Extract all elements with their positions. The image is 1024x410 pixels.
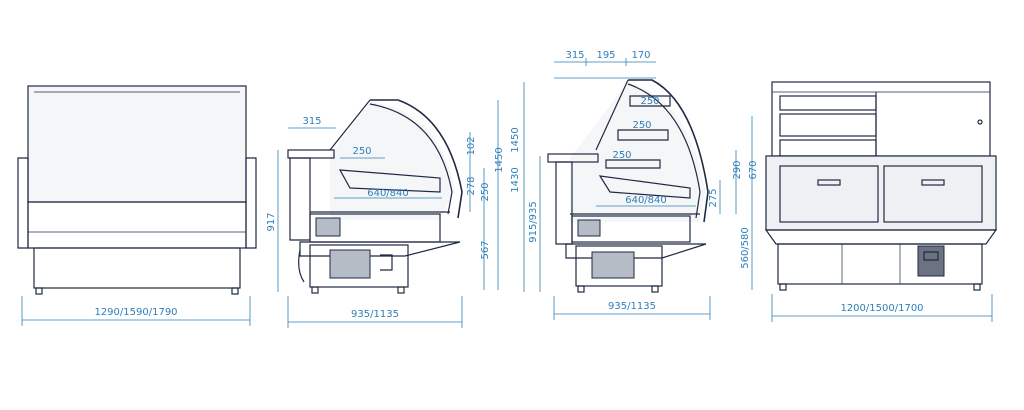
side-a-base-height-label: 567: [480, 240, 491, 259]
side-b-control-box: [577, 219, 601, 237]
side-b-right-a-label: 290: [732, 160, 743, 179]
back-counter: [765, 155, 997, 231]
side-a-glass-fill: [330, 102, 455, 220]
side-b-tray-inclined: [598, 175, 691, 199]
side-b-base: [575, 245, 663, 287]
back-handle-right: [921, 179, 945, 186]
side-b-shelf-lower: [605, 159, 661, 169]
back-shelf-3: [779, 139, 877, 157]
side-b-base-range-label: 560/580: [740, 227, 751, 269]
side-a-top-arm: [329, 99, 371, 151]
side-a-control-box: [315, 217, 341, 237]
back-foot-left: [779, 283, 787, 291]
side-b-well: [571, 215, 691, 243]
side-b-compressor: [591, 251, 635, 279]
back-control-panel: [917, 245, 945, 277]
side-b-total-height-label: 1430: [510, 167, 521, 192]
side-a-glass-inner: [369, 103, 453, 215]
side-b-right-c-label: 275: [708, 188, 719, 207]
side-b-foot-right: [651, 285, 659, 293]
side-a-glass-outer: [370, 99, 463, 219]
side-a-overhang-label: 315: [302, 116, 321, 127]
side-b-top-a-label: 315: [565, 50, 584, 61]
front-right-end: [245, 157, 257, 249]
side-a-shelf-label: 250: [352, 146, 371, 157]
side-b-top-c-label: 170: [631, 50, 650, 61]
side-b-top-b-label: 195: [596, 50, 615, 61]
side-b-counter-top: [547, 153, 599, 163]
back-view: 1200/1500/1700: [764, 81, 998, 322]
side-a-shelf: [338, 169, 441, 193]
back-handle-left: [817, 179, 841, 186]
side-a-foot-right: [397, 286, 405, 294]
side-b-top-arm: [595, 79, 629, 151]
side-view-a: 315 250 640/840 917 102 278 250 567 1450…: [266, 99, 505, 328]
side-b-glass-fill: [570, 82, 705, 222]
front-foot-left: [35, 287, 43, 295]
side-a-total-height-label: 917: [266, 212, 277, 231]
side-a-glass-height-label: 102: [466, 136, 477, 155]
side-a-inner-label: 640/840: [367, 188, 409, 199]
side-b-front-panel: [555, 161, 573, 245]
side-b-shelf-upper: [629, 95, 671, 107]
back-drawer-right: [883, 165, 983, 223]
side-a-shelf-height-label: 278: [466, 176, 477, 195]
back-upper-frame: [771, 81, 991, 157]
side-b-range-label: 915/935: [528, 201, 539, 243]
side-b-full-height-label: 1450: [510, 127, 521, 152]
side-a-pipe: [380, 254, 393, 271]
side-b-shelf-mid: [617, 129, 669, 141]
side-a-upper-height-label: 250: [480, 182, 491, 201]
front-foot-right: [231, 287, 239, 295]
back-foot-right: [973, 283, 981, 291]
front-counter: [27, 201, 247, 249]
side-b-shelf-upper-label: 250: [640, 96, 659, 107]
side-b-foot-left: [577, 285, 585, 293]
back-shelf-2: [779, 113, 877, 137]
side-b-right-b-label: 670: [748, 160, 759, 179]
side-b-shelf-lower-label: 250: [612, 150, 631, 161]
side-b-shelf-mid-label: 250: [632, 120, 651, 131]
side-a-front-panel: [289, 157, 311, 241]
side-a-compressor: [329, 249, 371, 279]
side-b-depth-label: 935/1135: [608, 301, 656, 312]
side-a-base: [309, 244, 409, 288]
side-a-base-top: [299, 241, 461, 257]
side-b-glass-inner: [627, 83, 701, 219]
side-a-depth-label: 935/1135: [351, 309, 399, 320]
back-shelf-1: [779, 95, 877, 111]
side-view-b: 315 195 170 250 250 250 640/840 1430 145…: [510, 50, 759, 320]
side-a-counter-top: [287, 149, 335, 159]
front-width-label: 1290/1590/1790: [94, 307, 177, 318]
side-b-inner-label: 640/840: [625, 195, 667, 206]
side-a-full-height-label: 1450: [494, 147, 505, 172]
front-left-end: [17, 157, 29, 249]
back-base: [777, 243, 983, 285]
front-glass: [28, 86, 246, 202]
back-drawer-left: [779, 165, 879, 223]
back-door-knob: [977, 119, 983, 125]
back-display: [923, 251, 939, 261]
side-a-hose: [298, 249, 305, 283]
side-a-foot-left: [311, 286, 319, 294]
front-base: [33, 247, 241, 289]
side-b-glass-outer: [628, 79, 709, 223]
back-width-label: 1200/1500/1700: [840, 303, 923, 314]
back-plinth-top: [764, 229, 998, 245]
front-view: 1290/1590/1790: [17, 85, 257, 326]
